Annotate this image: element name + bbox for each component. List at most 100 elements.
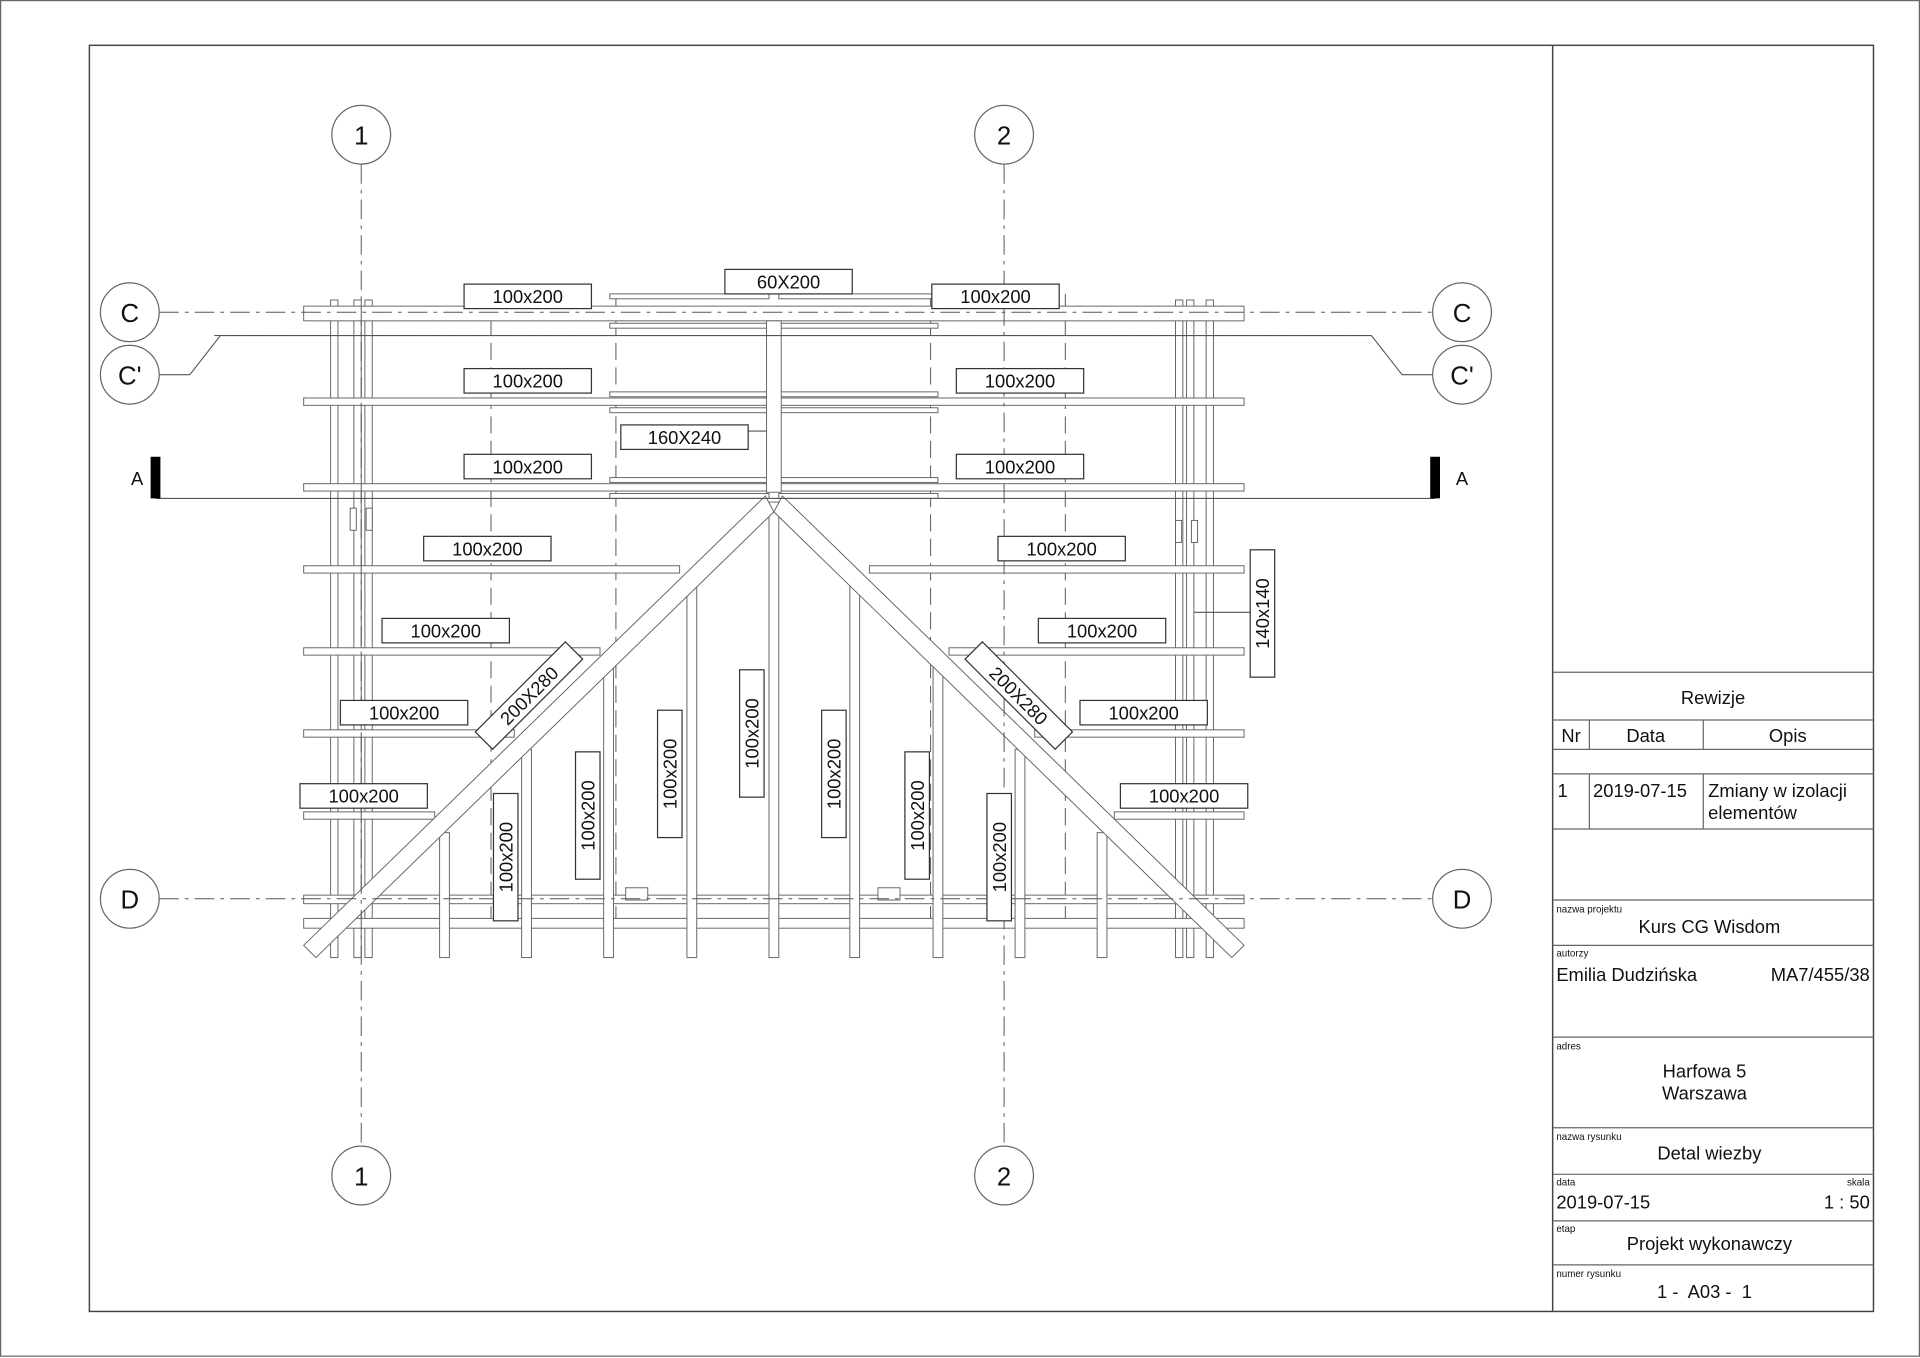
member-size-label: 100x200: [463, 453, 593, 480]
member-size-text: 100x200: [452, 538, 522, 559]
joist: [303, 305, 1245, 322]
member-size-text: 160X240: [648, 427, 722, 448]
grid-axes: A A 1 2 1 2 C C C' C' D D: [99, 104, 1493, 1206]
stud: [849, 584, 861, 959]
stud: [686, 584, 698, 959]
member-size-label: 100x200: [1119, 783, 1249, 809]
member-size-text: 100x200: [369, 702, 439, 723]
member-size-label: 100x200: [1037, 617, 1167, 644]
svg-text:1: 1: [354, 1163, 368, 1191]
member-size-text: 100x200: [985, 456, 1055, 477]
rev-header-nr: Nr: [1561, 725, 1580, 746]
stage-label: etap: [1556, 1224, 1576, 1235]
member-size-label: 100x200: [463, 367, 593, 394]
ridge-strut: [609, 407, 770, 414]
section-marker-right: [1430, 456, 1440, 499]
joist: [303, 729, 515, 738]
member-size-text: 100x200: [328, 786, 398, 807]
member-size-label: 100x200: [931, 283, 1060, 310]
grid-bubble-d-left: D: [99, 868, 160, 929]
section-label-left: A: [131, 468, 144, 489]
joist: [303, 647, 601, 656]
wall-post: [1205, 299, 1214, 959]
rafter-left: [302, 495, 775, 959]
member-size-label: 100x200: [381, 617, 510, 644]
wall-post: [330, 299, 339, 959]
connector-block: [1175, 519, 1183, 543]
connector-block: [349, 507, 357, 531]
member-size-text: 100x200: [1149, 786, 1219, 807]
drawing-number: 1 - A03 - 1: [1657, 1281, 1752, 1302]
member-size-label: 100x200: [821, 709, 847, 839]
stud: [1014, 748, 1026, 959]
svg-text:C': C': [1450, 363, 1473, 391]
svg-text:2: 2: [997, 1163, 1011, 1191]
member-size-text: 100x200: [960, 286, 1030, 307]
connector-block: [877, 887, 901, 901]
rev-row-nr: 1: [1558, 780, 1568, 801]
member-size-label: 60X200: [724, 268, 853, 295]
joist: [1034, 729, 1245, 738]
member-size-text: 100x200: [1067, 620, 1137, 641]
member-size-text: 100x200: [1026, 538, 1096, 559]
member-size-text: 100x200: [985, 371, 1055, 392]
member-size-label: 100x200: [955, 453, 1085, 480]
rev-row-date: 2019-07-15: [1593, 780, 1687, 801]
member-size-label: 100x200: [955, 367, 1085, 394]
grid-bubble-c-left: C: [99, 282, 160, 343]
member-size-label: 140x140: [1249, 549, 1276, 678]
member-size-label: 100x200: [656, 709, 683, 839]
ridge-strut: [609, 477, 770, 483]
joist: [303, 565, 681, 574]
member-size-label: 100x200: [997, 535, 1126, 562]
project-name: Kurs CG Wisdom: [1638, 916, 1780, 937]
svg-text:C': C': [118, 363, 141, 391]
project-label: nazwa projektu: [1556, 904, 1622, 915]
section-label-right: A: [1456, 468, 1469, 489]
king-post: [766, 320, 782, 493]
member-labels: 100x200 60X200 100x200 100x200 100x200 160X24…: [299, 268, 1276, 922]
ridge-strut: [609, 391, 770, 398]
svg-text:2: 2: [997, 123, 1011, 151]
connector-block: [365, 507, 373, 531]
stud: [1096, 832, 1108, 959]
svg-text:D: D: [121, 887, 140, 915]
drawing-name: Detal wiezby: [1657, 1143, 1762, 1164]
grid-bubble-2-top: 2: [974, 104, 1035, 165]
member-size-label: 100x200: [339, 699, 469, 726]
ridge-strut: [609, 322, 770, 329]
drawing-frame: [88, 44, 1875, 1313]
joist: [948, 647, 1245, 656]
rev-row-desc-2: elementów: [1708, 802, 1798, 823]
member-size-text: 100x200: [493, 286, 563, 307]
joist: [303, 811, 436, 820]
member-size-label: 100x200: [986, 792, 1013, 922]
connector-block: [1190, 519, 1199, 543]
date-value: 2019-07-15: [1556, 1192, 1650, 1213]
joist: [868, 565, 1245, 574]
connector-block: [625, 887, 649, 901]
address-label: adres: [1556, 1041, 1581, 1052]
stage-value: Projekt wykonawczy: [1627, 1233, 1793, 1254]
authors-label: autorzy: [1556, 948, 1588, 959]
scale-value: 1 : 50: [1824, 1192, 1870, 1213]
stud: [768, 501, 780, 959]
svg-text:D: D: [1453, 887, 1472, 915]
ridge-strut: [609, 493, 770, 499]
stud: [603, 666, 614, 959]
wall-post: [1175, 299, 1184, 959]
ridge-strut: [778, 391, 939, 398]
ridge-strut: [778, 322, 939, 329]
wall-post: [1186, 299, 1195, 959]
member-size-label: 100x200: [463, 283, 593, 310]
member-size-text: 100x200: [824, 739, 845, 809]
number-label: numer rysunku: [1556, 1269, 1621, 1280]
joist: [1113, 811, 1245, 820]
grid-bubble-cp-left: C': [99, 344, 160, 405]
member-size-text: 100x200: [410, 620, 480, 641]
ridge-strut: [778, 407, 939, 414]
svg-text:C: C: [121, 300, 140, 328]
member-size-text: 100x200: [577, 780, 598, 850]
member-size-text: 100x200: [493, 371, 563, 392]
